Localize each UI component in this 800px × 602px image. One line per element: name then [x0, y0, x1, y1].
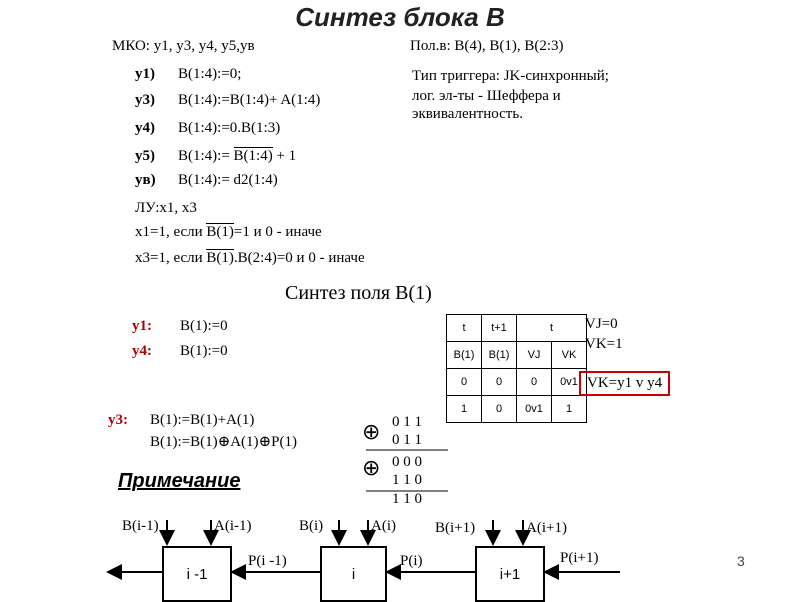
note-heading: Примечание	[118, 470, 241, 492]
tt-col-b1: B(1)	[446, 341, 482, 369]
block-next: i+1	[475, 546, 545, 602]
field-y4-label: y4:	[132, 343, 152, 359]
mop-y4-op: B(1:4):=0.B(1:3)	[178, 120, 281, 136]
block-current: i	[320, 546, 387, 602]
field-y4-op: B(1):=0	[180, 343, 228, 359]
y3-op2-b: A(1)	[230, 434, 259, 450]
mop-yv-op: B(1:4):= d2(1:4)	[178, 172, 278, 188]
pol-line: Пол.в: B(4), B(1), B(2:3)	[410, 38, 564, 54]
mop-y5-pre: B(1:4):=	[178, 148, 234, 164]
mko-line: МКО: y1, y3, y4, y5,yв	[112, 38, 255, 54]
mop-y3-op: B(1:4):=B(1:4)+ A(1:4)	[178, 92, 321, 108]
lu-x3: x3=1, если B(1).B(2:4)=0 и 0 - иначе	[135, 249, 365, 267]
oplus-icon: ⊕	[362, 456, 381, 481]
sum-row-1: 0 1 1	[392, 414, 422, 430]
carry-current: P(i)	[400, 553, 423, 569]
lu-x3-post: .B(2:4)=0 и 0 - иначе	[233, 250, 365, 266]
vk-equation: VK=1	[585, 336, 623, 352]
lu-x1-inv: B(1)	[206, 223, 234, 240]
mop-y3-label: y3)	[135, 92, 155, 108]
mop-yv-label: yв)	[135, 172, 156, 188]
slide-title: Синтез блока В	[295, 2, 505, 32]
sum-row-4: 1 1 0	[392, 472, 422, 488]
input-a-i: A(i)	[371, 518, 396, 534]
y3-op2-a: B(1):=B(1)	[150, 434, 218, 450]
tt-col-b1next: B(1)	[481, 341, 517, 369]
tt-col-vk: VK	[551, 341, 587, 369]
tt-col-vj: VJ	[516, 341, 552, 369]
logic-elements-2: эквивалентность.	[412, 106, 523, 122]
mop-y5-post: + 1	[276, 148, 297, 164]
table-cell: 0	[446, 368, 482, 396]
table-cell: 0v1	[516, 395, 552, 423]
input-b-prev: B(i-1)	[122, 518, 159, 534]
field-y1-label: y1:	[132, 318, 152, 334]
logic-elements-1: лог. эл-ты - Шеффера и	[412, 88, 561, 104]
carry-prev: P(i -1)	[248, 553, 287, 569]
lu-x1: x1=1, если B(1)=1 и 0 - иначе	[135, 223, 322, 241]
input-b-i: B(i)	[299, 518, 324, 534]
transition-table: t t+1 t B(1) B(1) VJ VK 0 0 0 0v1 1 0 0v…	[446, 314, 587, 423]
table-cell: 1	[551, 395, 587, 423]
y3-op2-c: P(1)	[271, 434, 297, 450]
input-a-prev: A(i-1)	[214, 518, 252, 534]
vj-equation: VJ=0	[585, 316, 618, 332]
tt-h-t1: t+1	[481, 314, 517, 342]
sum-row-2: 0 1 1	[392, 432, 422, 448]
mop-y4-label: y4)	[135, 120, 155, 136]
sum-row-3: 0 0 0	[392, 454, 422, 470]
mop-y5-inverted: B(1:4)	[233, 147, 273, 164]
y3-op2: B(1):=B(1)⊕A(1)⊕P(1)	[150, 432, 297, 451]
field-y1-op: B(1):=0	[180, 318, 228, 334]
trigger-type: Тип триггера: JK-синхронный;	[412, 68, 609, 84]
y3-op1: B(1):=B(1)+A(1)	[150, 412, 255, 428]
mop-y5-label: y5)	[135, 148, 155, 164]
sum-row-5: 1 1 0	[392, 491, 422, 507]
tt-h-t2: t	[516, 314, 587, 342]
block-prev: i -1	[162, 546, 232, 602]
carry-next: P(i+1)	[560, 550, 599, 566]
vk-result-box: VK=y1 v y4	[579, 371, 671, 396]
mop-y5-op: B(1:4):= B(1:4) + 1	[178, 147, 297, 165]
oplus-icon: ⊕	[217, 434, 231, 450]
mop-y1-op: B(1:4):=0;	[178, 66, 242, 82]
lu-x1-post: =1 и 0 - иначе	[233, 224, 322, 240]
lu-x3-pre: x3=1, если	[135, 250, 207, 266]
input-b-next: B(i+1)	[435, 520, 476, 536]
page-number: 3	[737, 553, 745, 569]
y3-label: y3:	[108, 412, 128, 428]
mop-y1-label: y1)	[135, 66, 155, 82]
lu-x1-pre: x1=1, если	[135, 224, 207, 240]
lu-x3-inv: B(1)	[206, 249, 234, 266]
table-cell: 1	[446, 395, 482, 423]
oplus-icon: ⊕	[258, 434, 272, 450]
input-a-next: A(i+1)	[526, 520, 567, 536]
field-heading: Синтез поля B(1)	[285, 282, 432, 304]
oplus-icon: ⊕	[362, 420, 381, 445]
lu-heading: ЛУ:x1, x3	[135, 200, 197, 216]
